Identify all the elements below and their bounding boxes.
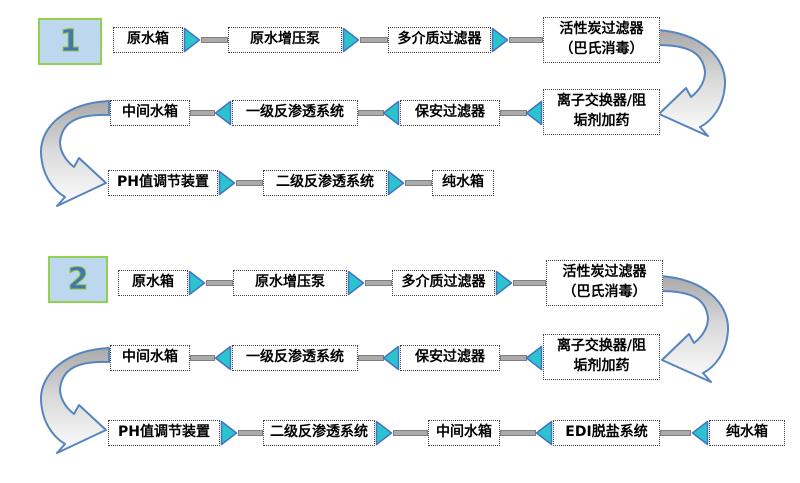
flow-arrow-right-icon	[495, 270, 513, 296]
node-first-stage-ro-system: 一级反渗透系统	[232, 345, 358, 371]
node-security-filter: 保安过滤器	[400, 345, 500, 371]
connector-line	[365, 280, 392, 286]
connector-line	[393, 430, 428, 436]
connector-line	[509, 37, 543, 43]
node-multimedia-filter: 多介质过滤器	[392, 270, 495, 296]
node-intermediate-water-tank: 中间水箱	[110, 100, 190, 126]
connector-line	[201, 37, 228, 43]
connector-line	[660, 430, 691, 436]
return-curve-left-icon	[39, 347, 110, 454]
node-activated-carbon-filter: 活性炭过滤器 （巴氏消毒）	[543, 17, 660, 63]
node-intermediate-water-tank: 中间水箱	[428, 420, 500, 446]
return-curve-right-icon	[656, 29, 727, 137]
flow-arrow-right-icon	[218, 170, 236, 196]
connector-line	[500, 110, 527, 116]
flow-arrow-right-icon	[375, 420, 393, 446]
node-raw-water-tank: 原水箱	[118, 270, 188, 296]
flow-arrow-left-icon	[214, 100, 232, 126]
node-pure-water-tank: 纯水箱	[709, 420, 785, 446]
node-ph-adjustment-device: PH值调节装置	[108, 420, 220, 446]
flow-arrow-left-icon	[214, 345, 232, 371]
flow-1-number-badge: 1	[38, 18, 102, 65]
node-raw-water-booster-pump: 原水增压泵	[228, 27, 342, 53]
node-second-stage-ro-system: 二级反渗透系统	[263, 170, 387, 196]
flow-arrow-left-icon	[382, 100, 400, 126]
flow-2-number-badge: 2	[48, 256, 108, 303]
flow-arrow-right-icon	[387, 170, 405, 196]
connector-line	[405, 180, 432, 186]
connector-line	[513, 280, 546, 286]
flow-arrow-right-icon	[188, 270, 206, 296]
connector-line	[500, 430, 536, 436]
flow-arrow-left-icon	[535, 420, 553, 446]
node-security-filter: 保安过滤器	[400, 100, 500, 126]
flow-arrow-right-icon	[220, 420, 238, 446]
connector-line	[358, 110, 384, 116]
node-ph-adjustment-device: PH值调节装置	[108, 170, 218, 196]
node-raw-water-booster-pump: 原水增压泵	[233, 270, 347, 296]
flow-arrow-left-icon	[525, 100, 543, 126]
flow-arrow-right-icon	[183, 27, 201, 53]
node-ion-exchanger-dosing: 离子交换器/阻 垢剂加药	[543, 89, 660, 135]
flow-arrow-left-icon	[382, 345, 400, 371]
flow-arrow-right-icon	[342, 27, 360, 53]
node-activated-carbon-filter: 活性炭过滤器 （巴氏消毒）	[546, 260, 663, 306]
connector-line	[190, 355, 215, 361]
connector-line	[206, 280, 233, 286]
connector-line	[190, 110, 215, 116]
connector-line	[358, 355, 384, 361]
node-pure-water-tank: 纯水箱	[432, 170, 494, 196]
connector-line	[236, 180, 263, 186]
return-curve-left-icon	[39, 100, 110, 207]
node-multimedia-filter: 多介质过滤器	[388, 27, 491, 53]
node-first-stage-ro-system: 一级反渗透系统	[232, 100, 358, 126]
return-curve-right-icon	[659, 275, 730, 383]
node-second-stage-ro-system: 二级反渗透系统	[263, 420, 375, 446]
node-intermediate-water-tank: 中间水箱	[110, 345, 190, 371]
flow-arrow-left-icon	[691, 420, 709, 446]
node-ion-exchanger-dosing: 离子交换器/阻 垢剂加药	[543, 334, 660, 380]
flow-arrow-right-icon	[491, 27, 509, 53]
flow-arrow-left-icon	[525, 345, 543, 371]
connector-line	[238, 430, 263, 436]
connector-line	[360, 37, 388, 43]
flow-arrow-right-icon	[347, 270, 365, 296]
node-raw-water-tank: 原水箱	[113, 27, 183, 53]
node-edi-desalination-system: EDI脱盐系统	[553, 420, 660, 446]
connector-line	[500, 355, 527, 361]
